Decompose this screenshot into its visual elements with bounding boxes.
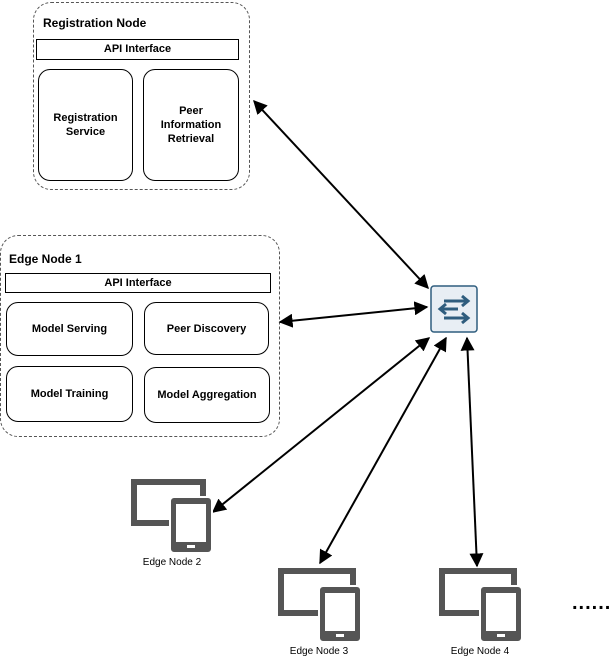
registration-service-box: Registration Service xyxy=(38,69,133,181)
more-nodes-ellipsis: ...... xyxy=(572,592,612,614)
registration-service-label: Registration Service xyxy=(53,112,118,138)
peer-information-retrieval-box: Peer Information Retrieval xyxy=(143,69,239,181)
peer-information-retrieval-label: Peer Information Retrieval xyxy=(160,105,222,145)
link-edge3-switch xyxy=(319,336,447,565)
edge-node-3-label: Edge Node 3 xyxy=(289,646,349,657)
model-training-box: Model Training xyxy=(6,366,133,422)
model-serving-box: Model Serving xyxy=(6,302,133,356)
registration-api-interface: API Interface xyxy=(36,39,239,60)
model-serving-label: Model Serving xyxy=(31,323,108,335)
edge-node-4-label: Edge Node 4 xyxy=(450,646,510,657)
peer-discovery-box: Peer Discovery xyxy=(144,302,269,355)
model-training-label: Model Training xyxy=(30,388,109,400)
link-registration-switch xyxy=(253,99,429,290)
edge-node-1-title: Edge Node 1 xyxy=(9,252,82,266)
edge-node-2-label: Edge Node 2 xyxy=(142,557,202,568)
peer-discovery-label: Peer Discovery xyxy=(166,322,247,335)
device-icon-edge-node-2 xyxy=(131,479,213,554)
edge-api-interface: API Interface xyxy=(5,273,271,293)
network-switch-icon xyxy=(430,285,478,333)
registration-node-title: Registration Node xyxy=(43,16,147,30)
device-icon-edge-node-4 xyxy=(439,568,523,643)
device-icon-edge-node-3 xyxy=(278,568,362,643)
link-edge1-switch xyxy=(278,301,429,328)
link-edge4-switch xyxy=(460,336,484,568)
